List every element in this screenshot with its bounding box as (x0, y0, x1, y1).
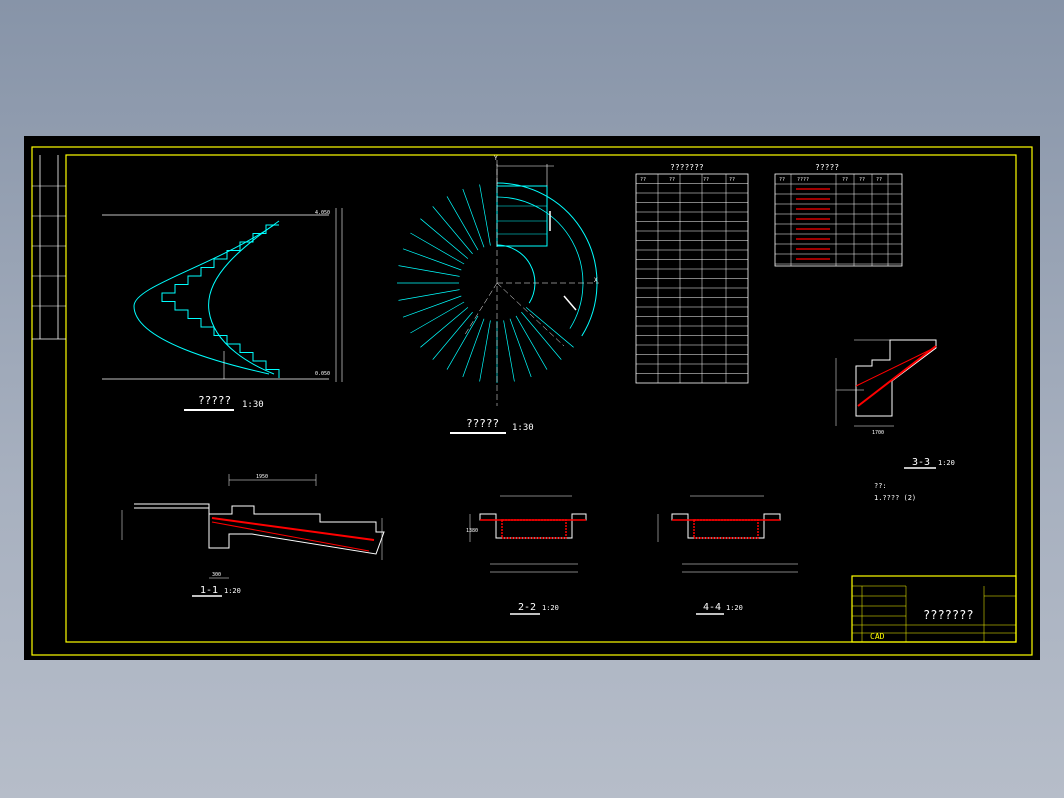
plan-tread-line (410, 232, 465, 265)
coord-header-3: ?? (703, 177, 709, 183)
elevation-scale: 1:30 (242, 400, 264, 410)
section-2-2 (469, 495, 587, 573)
drawing-canvas: 4.050 0.050 ????? 1:30 Y X ????? 1:30 ??… (31, 146, 1033, 656)
inner-frame (65, 154, 1017, 643)
plan-tread-line (402, 248, 462, 271)
plan-tread-line (503, 320, 515, 382)
plan-axis-y: Y (494, 155, 498, 162)
coord-header-1: ?? (640, 177, 646, 183)
rebar-header-2: ???? (797, 177, 809, 183)
plan-tread-line (432, 206, 473, 255)
rebar-header-1: ?? (779, 177, 785, 183)
plan-tread-line (398, 289, 460, 301)
coord-header-4: ?? (729, 177, 735, 183)
outer-frame (31, 146, 1033, 656)
sec3-bottom-dim: 1700 (872, 430, 884, 436)
plan-tread-line (462, 188, 485, 248)
elev-top-level: 4.050 (315, 210, 330, 216)
coord-header-2: ?? (669, 177, 675, 183)
section-1-1 (121, 474, 385, 579)
section-3-title: 3-3 (912, 457, 930, 468)
elevation-title: ????? (198, 394, 231, 407)
left-margin-strip (32, 155, 66, 340)
plan-tread-line (446, 196, 479, 251)
plan-tread-line (479, 320, 491, 382)
drawing-name: ??????? (923, 608, 974, 622)
section-2-title: 2-2 (518, 602, 536, 613)
sec2-left-dim: 1380 (466, 528, 478, 534)
rebar-header-5: ?? (876, 177, 882, 183)
plan-tread-line (420, 218, 469, 259)
cad-drawing-sheet: 4.050 0.050 ????? 1:30 Y X ????? 1:30 ??… (24, 136, 1040, 660)
notes-label: ??: (874, 482, 887, 490)
plan-view (397, 160, 599, 406)
plan-tread-line (515, 315, 548, 370)
plan-scale: 1:30 (512, 423, 534, 433)
rebar-header-4: ?? (859, 177, 865, 183)
section-4-title: 4-4 (703, 602, 721, 613)
rebar-table-title: ????? (815, 163, 839, 172)
plan-axis-x: X (594, 277, 598, 284)
plan-tread-line (420, 307, 469, 348)
section-1-scale: 1:20 (224, 587, 241, 595)
section-4-4 (657, 495, 798, 573)
section-3-scale: 1:20 (938, 459, 955, 467)
plan-tread-line (521, 311, 562, 360)
plan-tread-line (462, 318, 485, 378)
coord-table-title: ??????? (670, 163, 704, 172)
sec1-bottom-dim: 300 (212, 572, 221, 578)
section-3-3 (835, 339, 937, 427)
plan-tread-line (432, 311, 473, 360)
rebar-header-3: ?? (842, 177, 848, 183)
section-2-scale: 1:20 (542, 604, 559, 612)
notes-line-1: 1.???? (2) (874, 494, 916, 502)
company-name: CAD (870, 632, 885, 641)
title-block (851, 575, 1017, 643)
plan-tread-line (509, 318, 532, 378)
plan-tread-line (398, 265, 460, 277)
plan-tread-line (446, 315, 479, 370)
plan-title: ????? (466, 417, 499, 430)
plan-tread-line (402, 295, 462, 318)
section-4-scale: 1:20 (726, 604, 743, 612)
section-1-title: 1-1 (200, 585, 218, 596)
elevation-view (102, 208, 343, 382)
rebar-table (774, 173, 903, 267)
elev-bottom-level: 0.050 (315, 371, 330, 377)
plan-tread-line (410, 301, 465, 334)
coordinate-table (635, 173, 749, 384)
plan-tread-line (479, 184, 491, 246)
plan-tread-line (525, 307, 574, 348)
sec1-top-dim: 1950 (256, 474, 268, 480)
